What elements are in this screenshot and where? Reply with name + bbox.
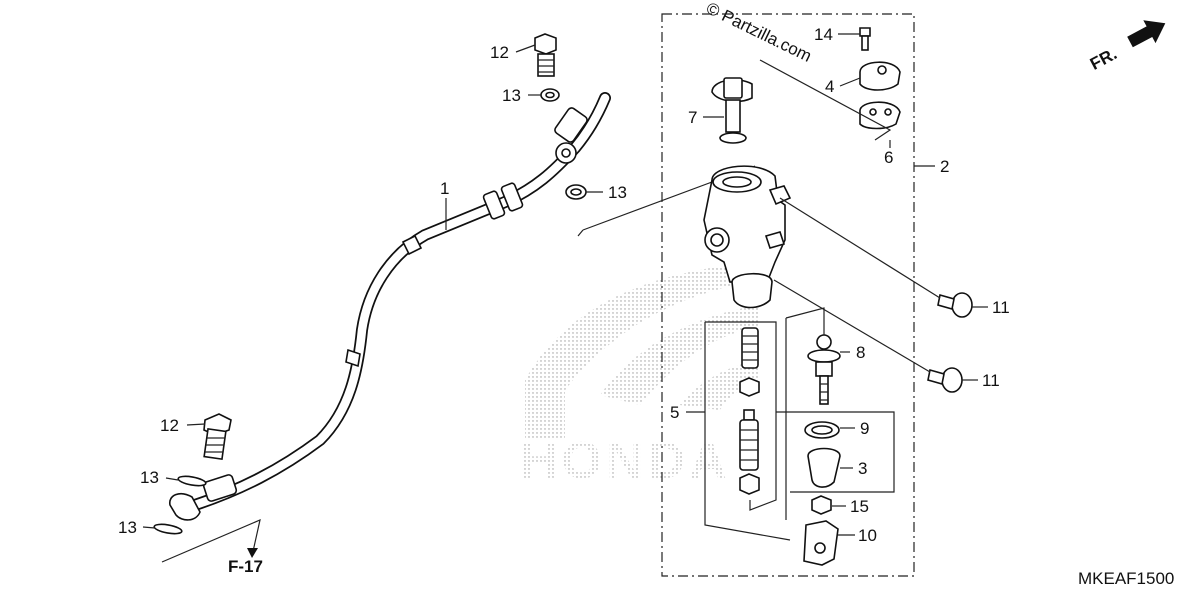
reference-leader bbox=[161, 518, 261, 563]
leader-13d bbox=[142, 526, 156, 529]
reference-arrow-icon bbox=[247, 548, 258, 558]
washer-lower-a bbox=[177, 475, 207, 487]
master-cylinder-body bbox=[703, 165, 792, 309]
oil-bolt-upper bbox=[534, 33, 557, 77]
brand-watermark-text: HONDA bbox=[520, 432, 731, 490]
callout-circlip: 9 bbox=[860, 419, 869, 438]
master-cylinder-assy-box bbox=[661, 13, 915, 577]
callout-cap-screw: 14 bbox=[814, 25, 833, 44]
reservoir-boot bbox=[807, 447, 841, 488]
callout-washer-upper-a: 13 bbox=[502, 86, 521, 105]
callout-oil-bolt-lower: 12 bbox=[160, 416, 179, 435]
washer-lower-b bbox=[153, 523, 183, 535]
diaphragm bbox=[859, 101, 901, 130]
nut bbox=[811, 495, 832, 515]
mount-bolt-lower bbox=[927, 367, 963, 393]
callout-mount-bolt-upper: 11 bbox=[992, 298, 1010, 317]
callout-joint-clevis: 10 bbox=[858, 526, 877, 545]
push-rod bbox=[807, 334, 841, 405]
callout-mount-bolt-lower: 11 bbox=[982, 371, 1000, 390]
leader-12b bbox=[186, 423, 206, 426]
direction-arrow-icon bbox=[1127, 20, 1166, 48]
callout-hose: 1 bbox=[440, 179, 449, 198]
mount-bolt-upper-leader bbox=[779, 197, 941, 299]
push-rod-bracket bbox=[785, 307, 825, 520]
callout-push-rod: 8 bbox=[856, 343, 865, 362]
diagram-code: MKEAF1500 bbox=[1078, 569, 1174, 588]
washer-upper-a-hole bbox=[545, 91, 555, 99]
leader-12a bbox=[515, 44, 536, 53]
piston-set bbox=[739, 327, 760, 495]
brake-hose bbox=[169, 92, 611, 521]
callout-joint-hose: 7 bbox=[688, 108, 697, 127]
oil-bolt-lower bbox=[203, 413, 232, 461]
boot-bracket bbox=[776, 411, 895, 493]
front-direction-label: FR. bbox=[1087, 44, 1120, 74]
joint-clevis bbox=[803, 520, 839, 566]
callout-oil-bolt-upper: 12 bbox=[490, 43, 509, 62]
cap-assembly-bracket bbox=[759, 59, 892, 141]
callout-diaphragm: 6 bbox=[884, 148, 893, 167]
callout-reservoir-boot: 3 bbox=[858, 459, 867, 478]
reservoir-cap bbox=[859, 61, 901, 91]
leader-13c bbox=[165, 477, 179, 481]
washer-upper-b-hole bbox=[570, 188, 582, 196]
callout-master-cylinder-assy: 2 bbox=[940, 157, 949, 176]
circlip-inner bbox=[811, 425, 833, 435]
callout-nut: 15 bbox=[850, 497, 869, 516]
wing-logo-shape bbox=[525, 262, 760, 440]
callout-washer-lower-b: 13 bbox=[118, 518, 137, 537]
joint-hose bbox=[711, 77, 753, 144]
leader-4 bbox=[839, 77, 861, 87]
brand-watermark: HONDA bbox=[520, 262, 760, 490]
cap-screw bbox=[859, 27, 871, 51]
front-direction-indicator: FR. bbox=[1087, 20, 1166, 74]
callout-reservoir-cap: 4 bbox=[825, 77, 834, 96]
reference-label: F-17 bbox=[228, 557, 263, 576]
copyright-watermark: © Partzilla.com bbox=[703, 0, 814, 66]
mount-bolt-upper bbox=[937, 292, 973, 318]
piston-set-bracket bbox=[704, 321, 791, 541]
callout-washer-lower-a: 13 bbox=[140, 468, 159, 487]
callout-washer-upper-b: 13 bbox=[608, 183, 627, 202]
mount-bolt-lower-leader bbox=[773, 279, 931, 373]
callout-piston-set: 5 bbox=[670, 403, 679, 422]
